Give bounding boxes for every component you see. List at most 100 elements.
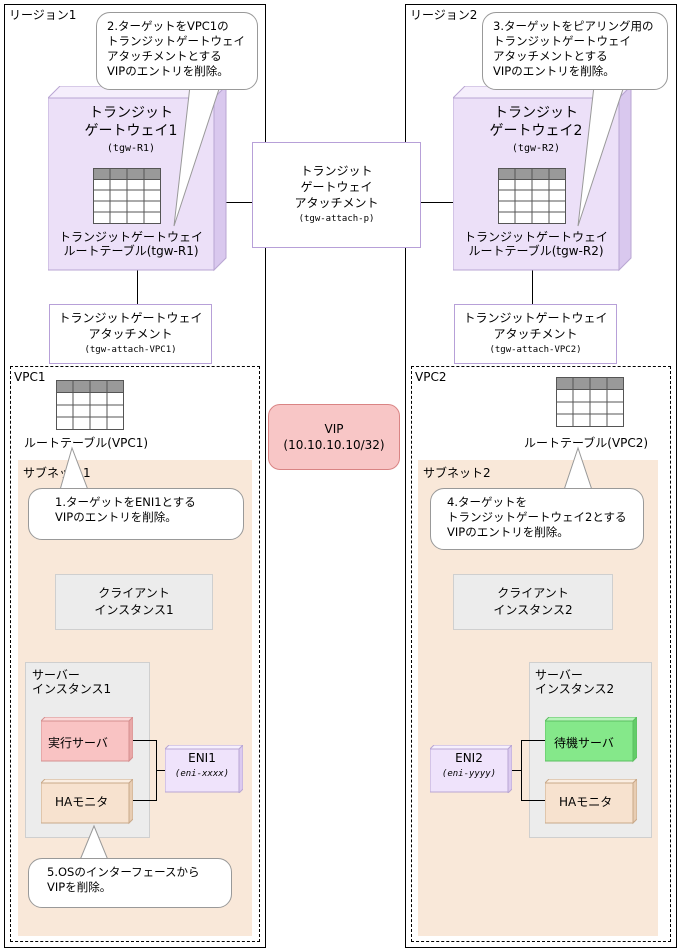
callout4-tail [563,446,593,491]
ha-monitor-1-box [41,779,133,825]
server2-line2: インスタンス2 [535,682,615,696]
tgw2-route-table-label: トランジットゲートウェイ ルートテーブル(tgw-R2) [453,230,619,258]
connector-active-eni1 [133,740,156,741]
callout-3: 3.ターゲットをピアリング用の トランジットゲートウェイ アタッチメントとする … [482,12,668,90]
attach2-id: (tgw-attach-VPC2) [489,345,582,355]
tgw1-line2: ゲートウェイ1 [84,123,178,139]
tgw1-rt-line1: トランジットゲートウェイ [58,230,203,244]
eni2-text: ENI2 (eni-yyyy) [430,750,508,782]
vpc1-route-table-label: ルートテーブル(VPC1) [24,436,149,450]
callout-2: 2.ターゲットをVPC1の トランジットゲートウェイ アタッチメントとする VI… [96,12,258,90]
callout3-line1: 3.ターゲットをピアリング用の [493,19,654,33]
server1-line2: インスタンス1 [32,682,112,696]
peering-id: (tgw-attach-p) [298,214,375,224]
eni2-box [430,745,512,793]
tgw1-table-icon [93,168,161,224]
callout2-tail [173,85,221,227]
tgw1-rt-line2: ルートテーブル(tgw-R1) [63,244,199,258]
peering-line1: トランジット [300,164,373,178]
standby-server-label: 待機サーバ [554,736,614,750]
vpc2-table-icon [556,377,624,427]
peering-attachment: トランジット ゲートウェイ アタッチメント (tgw-attach-p) [252,142,421,248]
eni1-text: ENI1 (eni-xxxx) [165,750,239,782]
callout2-line4: VIPのエントリを削除。 [107,64,229,78]
vip-badge: VIP (10.10.10.10/32) [268,404,400,470]
vpc2-label: VPC2 [415,370,447,384]
standby-server-box [545,717,637,763]
callout4-line1: 4.ターゲットを [447,495,527,509]
tgw1-name: トランジット ゲートウェイ1 (tgw-R1) [48,104,214,158]
callout2-line3: アタッチメントとする [107,49,222,63]
vpc1-label: VPC1 [14,370,46,384]
server2-line1: サーバー [535,668,583,682]
client2-line2: インスタンス2 [493,603,573,617]
region-2-label: リージョン2 [410,8,478,22]
server1-label: サーバー インスタンス1 [32,668,111,696]
client-instance-2: クライアント インスタンス2 [453,574,613,630]
connector-eni1-stub [156,770,166,771]
eni2-id: (eni-yyyy) [441,769,497,779]
connector-peering-tgw2 [421,202,453,203]
callout-4: 4.ターゲットを トランジットゲートウェイ2とする VIPのエントリを削除。 [430,488,644,550]
eni2-label: ENI2 [455,751,483,765]
tgw2-table-icon [498,168,566,224]
eni1-label: ENI1 [188,751,216,765]
attach1-id: (tgw-attach-VPC1) [84,345,177,355]
callout3-line2: トランジットゲートウェイ [493,34,631,48]
callout5-line2: VIPを削除。 [47,880,112,894]
tgw2-name: トランジット ゲートウェイ2 (tgw-R2) [453,104,619,158]
vpc1-boundary [10,366,260,942]
connector-ha2-eni2 [521,800,545,801]
callout-5: 5.OSのインターフェースから VIPを削除。 [28,858,232,908]
connector-tgw2-attach2 [532,268,533,304]
connector-standby-eni2 [521,740,545,741]
ha-monitor-2-box [545,779,637,825]
connector-tgw1-peering [222,202,252,203]
callout5-line1: 5.OSのインターフェースから [47,865,200,879]
peering-line3: アタッチメント [294,196,379,210]
client1-line1: クライアント [98,586,170,600]
callout2-line1: 2.ターゲットをVPC1の [107,19,229,33]
client1-line2: インスタンス1 [94,603,174,617]
callout4-line3: VIPのエントリを削除。 [447,525,569,539]
server2-label: サーバー インスタンス2 [535,668,614,696]
ha-monitor-1-label: HAモニタ [55,795,109,809]
tgw2-id: (tgw-R2) [511,143,561,154]
tgw1-id: (tgw-R1) [106,143,156,154]
attach2-line1: トランジットゲートウェイ [463,311,608,325]
vpc2-route-table-label: ルートテーブル(VPC2) [524,436,649,450]
callout3-tail [577,85,625,227]
vip-line1: VIP [324,422,344,436]
connector-ha1-eni1 [133,800,156,801]
callout4-line2: トランジットゲートウェイ2とする [447,510,627,524]
region-1-label: リージョン1 [9,8,77,22]
active-server-box [41,717,133,763]
callout1-line1: 1.ターゲットをENI1とする [55,495,196,509]
subnet2-label: サブネット2 [423,466,491,480]
callout3-line3: アタッチメントとする [493,49,608,63]
eni1-box [165,745,243,793]
peering-line2: ゲートウェイ [300,180,373,194]
callout1-tail [59,446,89,491]
active-server-label: 実行サーバ [48,736,108,750]
callout3-line4: VIPのエントリを削除。 [493,64,615,78]
vpc2-boundary [411,366,671,942]
ha-monitor-2-label: HAモニタ [559,795,613,809]
vpc1-table-icon [56,380,124,430]
client2-line1: クライアント [497,586,569,600]
client-instance-1: クライアント インスタンス1 [55,574,213,630]
attach1-line1: トランジットゲートウェイ [58,311,203,325]
vip-line2: (10.10.10.10/32) [283,438,385,452]
connector-eni2-stub [510,770,521,771]
attachment-vpc2: トランジットゲートウェイ アタッチメント (tgw-attach-VPC2) [454,304,617,364]
tgw2-line2: ゲートウェイ2 [489,123,583,139]
connector-tgw1-attach1 [137,268,138,304]
tgw2-rt-line1: トランジットゲートウェイ [463,230,608,244]
tgw1-line1: トランジット [89,105,173,121]
callout1-line2: VIPのエントリを削除。 [55,510,177,524]
server1-line1: サーバー [32,668,80,682]
tgw1-route-table-label: トランジットゲートウェイ ルートテーブル(tgw-R1) [48,230,214,258]
connector-eni2-vertical [521,740,522,801]
tgw2-rt-line2: ルートテーブル(tgw-R2) [468,244,604,258]
callout2-line2: トランジットゲートウェイ [107,34,245,48]
